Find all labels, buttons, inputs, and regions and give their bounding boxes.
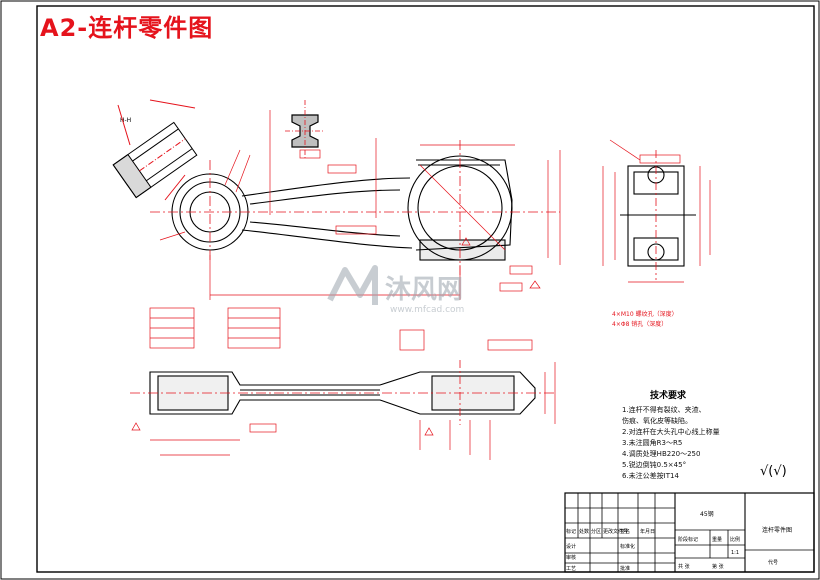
tb-sheet-no: 第 张 bbox=[712, 563, 724, 570]
tb-label-stage-mark: 阶段标记 bbox=[678, 536, 698, 543]
tech-item-5: 4.调质处理HB220～250 bbox=[622, 449, 700, 458]
plan-view-dimensions bbox=[131, 307, 556, 460]
tb-label-count: 处数 bbox=[579, 528, 589, 535]
tech-item-2: 伤痕、氧化皮等缺陷。 bbox=[622, 416, 692, 425]
note-pin-holes: 4×Φ8 销孔（深度） bbox=[612, 320, 667, 328]
plan-view bbox=[130, 360, 555, 425]
tech-requirements: 技术要求 1.连杆不得有裂纹、夹渣、 伤痕、氧化皮等缺陷。 2.对连杆在大头孔中… bbox=[622, 389, 720, 480]
sheet-title: A2-连杆零件图 bbox=[40, 14, 214, 42]
ibeam-section bbox=[285, 100, 325, 160]
tb-label-review: 审核 bbox=[566, 554, 576, 561]
tb-label-process: 工艺 bbox=[566, 566, 576, 572]
tb-label-design: 设计 bbox=[566, 543, 576, 550]
title-block bbox=[564, 492, 815, 573]
roughness-symbol: √(√) bbox=[760, 464, 787, 479]
side-view bbox=[602, 139, 711, 283]
tech-item-3: 2.对连杆在大头孔中心线上称量 bbox=[622, 427, 720, 436]
tb-label-approve: 批准 bbox=[620, 565, 630, 572]
tb-label-sign: 签名 bbox=[620, 528, 630, 535]
tb-label-change-doc: 更改文件号 bbox=[603, 528, 628, 535]
tb-label-ratio: 比例 bbox=[730, 536, 740, 543]
note-threaded-holes: 4×M10 螺纹孔（深度） bbox=[612, 310, 678, 318]
inner-border bbox=[36, 5, 815, 573]
tb-label-mark: 标记 bbox=[566, 528, 576, 535]
front-view-dimensions bbox=[159, 110, 561, 300]
title-block-text: 标记 处数 分区 更改文件号 签名 年月日 设计 标准化 审核 工艺 批准 45… bbox=[566, 510, 792, 572]
watermark-url: www.mfcad.com bbox=[390, 305, 464, 315]
section-hh-label: H-H bbox=[120, 117, 131, 124]
tb-drawing-name: 连杆零件图 bbox=[762, 526, 792, 534]
tech-item-4: 3.未注圆角R3～R5 bbox=[622, 438, 682, 447]
tech-item-7: 6.未注公差按IT14 bbox=[622, 471, 679, 480]
tech-item-6: 5.锐边倒钝0.5×45° bbox=[622, 460, 686, 469]
tech-requirements-heading: 技术要求 bbox=[650, 389, 687, 401]
watermark: 沐风网 www.mfcad.com bbox=[327, 265, 464, 315]
section-hh-view: H-H bbox=[112, 99, 198, 201]
tech-item-1: 1.连杆不得有裂纹、夹渣、 bbox=[622, 405, 706, 414]
tb-material: 45钢 bbox=[700, 510, 714, 518]
watermark-text: 沐风网 bbox=[385, 275, 463, 305]
tb-sheets-total: 共 张 bbox=[678, 563, 690, 570]
tb-label-date: 年月日 bbox=[640, 528, 655, 535]
front-view bbox=[150, 140, 560, 275]
tb-label-standardize: 标准化 bbox=[620, 543, 635, 550]
tb-label-code: 代号 bbox=[768, 559, 778, 566]
tb-label-zone: 分区 bbox=[591, 528, 601, 535]
tb-label-weight: 重量 bbox=[712, 536, 722, 543]
tb-scale: 1:1 bbox=[731, 550, 739, 556]
